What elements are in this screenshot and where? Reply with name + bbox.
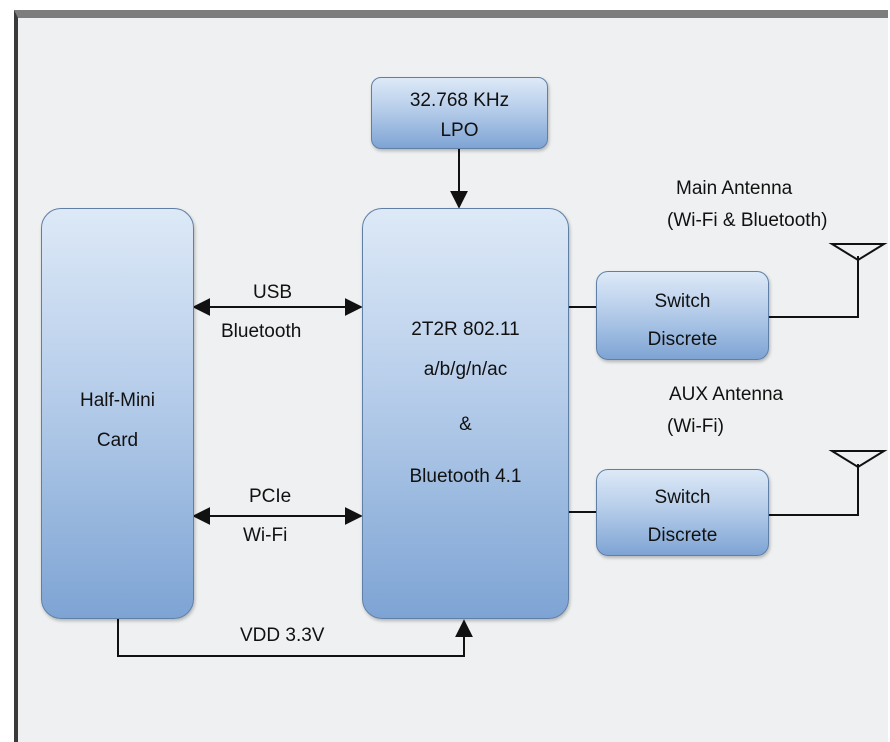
wifi-bt-chip-box: 2T2R 802.11 a/b/g/n/ac & Bluetooth 4.1 xyxy=(362,208,569,619)
main-antenna-label: Main Antenna xyxy=(676,178,793,199)
switch-aux-box: Switch Discrete xyxy=(596,469,769,556)
main-antenna-icon xyxy=(828,243,888,262)
switch-aux-to-antenna-line xyxy=(768,464,859,516)
switch-aux-label-line2: Discrete xyxy=(647,525,718,546)
chip-label-line4: Bluetooth 4.1 xyxy=(409,466,522,487)
switch-main-label-line1: Switch xyxy=(654,291,711,312)
usb-bluetooth-label: Bluetooth xyxy=(221,321,302,342)
card-label-line2: Card xyxy=(96,430,139,451)
card-label-line1: Half-Mini xyxy=(80,390,155,411)
lpo-frequency-label: 32.768 KHz xyxy=(409,90,510,111)
switch-main-box: Switch Discrete xyxy=(596,271,769,360)
half-mini-card-box: Half-Mini Card xyxy=(41,208,194,619)
vdd-label: VDD 3.3V xyxy=(240,625,325,646)
lpo-box: 32.768 KHz LPO xyxy=(371,77,548,149)
pcie-wifi-label: Wi-Fi xyxy=(243,525,288,546)
switch-main-to-antenna-line xyxy=(768,256,859,318)
vdd-power-line xyxy=(117,618,473,657)
chip-label-line1: 2T2R 802.11 xyxy=(411,319,520,340)
switch-main-label-line2: Discrete xyxy=(647,329,718,350)
aux-antenna-sub-label: (Wi-Fi) xyxy=(667,416,724,437)
usb-label: USB xyxy=(253,282,293,303)
lpo-name-label: LPO xyxy=(440,120,479,141)
switch-aux-label-line1: Switch xyxy=(654,487,711,508)
pcie-label: PCIe xyxy=(249,486,292,507)
chip-label-line2: a/b/g/n/ac xyxy=(423,359,508,380)
aux-antenna-label: AUX Antenna xyxy=(669,384,784,405)
aux-antenna-icon xyxy=(828,450,888,469)
chip-label-line3: & xyxy=(459,414,472,435)
main-antenna-sub-label: (Wi-Fi & Bluetooth) xyxy=(667,210,828,231)
